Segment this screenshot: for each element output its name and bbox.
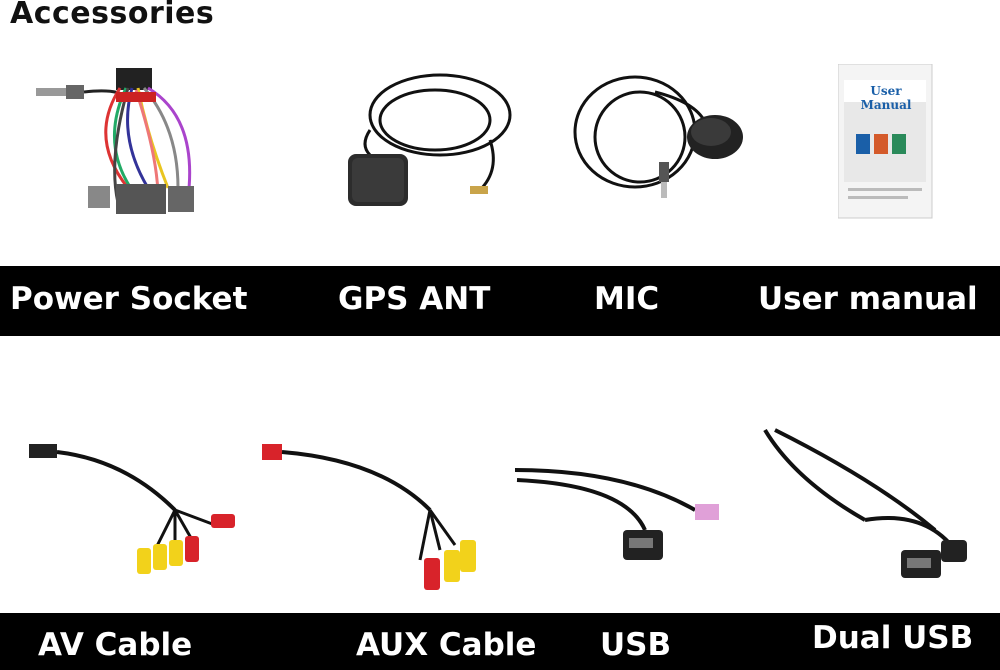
gps-antenna-image xyxy=(330,60,530,210)
dual-usb-cable-image xyxy=(755,420,975,590)
label-dual-usb: Dual USB xyxy=(812,620,974,656)
label-power-socket: Power Socket xyxy=(10,281,248,317)
manual-cover-title: User Manual xyxy=(860,84,912,112)
page-title: Accessories xyxy=(10,0,215,31)
label-usb: USB xyxy=(600,627,672,663)
usb-cable-icon xyxy=(514,468,719,560)
user-manual-image: User Manual xyxy=(838,64,934,220)
bottom-label-band: AV Cable AUX Cable USB Dual USB xyxy=(0,613,1000,670)
label-aux-cable: AUX Cable xyxy=(356,627,537,663)
aux-cable-image xyxy=(260,440,480,610)
label-user-manual: User manual xyxy=(758,281,978,317)
label-gps-ant: GPS ANT xyxy=(338,281,491,317)
top-label-band: Power Socket GPS ANT MIC User manual xyxy=(0,266,1000,336)
gps-antenna-icon xyxy=(348,73,512,206)
aux-cable-icon xyxy=(262,444,476,590)
dual-usb-cable-icon xyxy=(763,428,967,578)
power-socket-image xyxy=(28,58,238,228)
power-socket-harness-icon xyxy=(36,68,194,214)
user-manual-booklet-icon xyxy=(838,64,933,219)
av-cable-image xyxy=(25,440,245,590)
av-cable-icon xyxy=(29,444,235,574)
microphone-icon xyxy=(573,75,743,198)
label-mic: MIC xyxy=(594,281,660,317)
microphone-image xyxy=(565,62,755,212)
usb-cable-image xyxy=(505,440,735,570)
label-av-cable: AV Cable xyxy=(38,627,193,663)
